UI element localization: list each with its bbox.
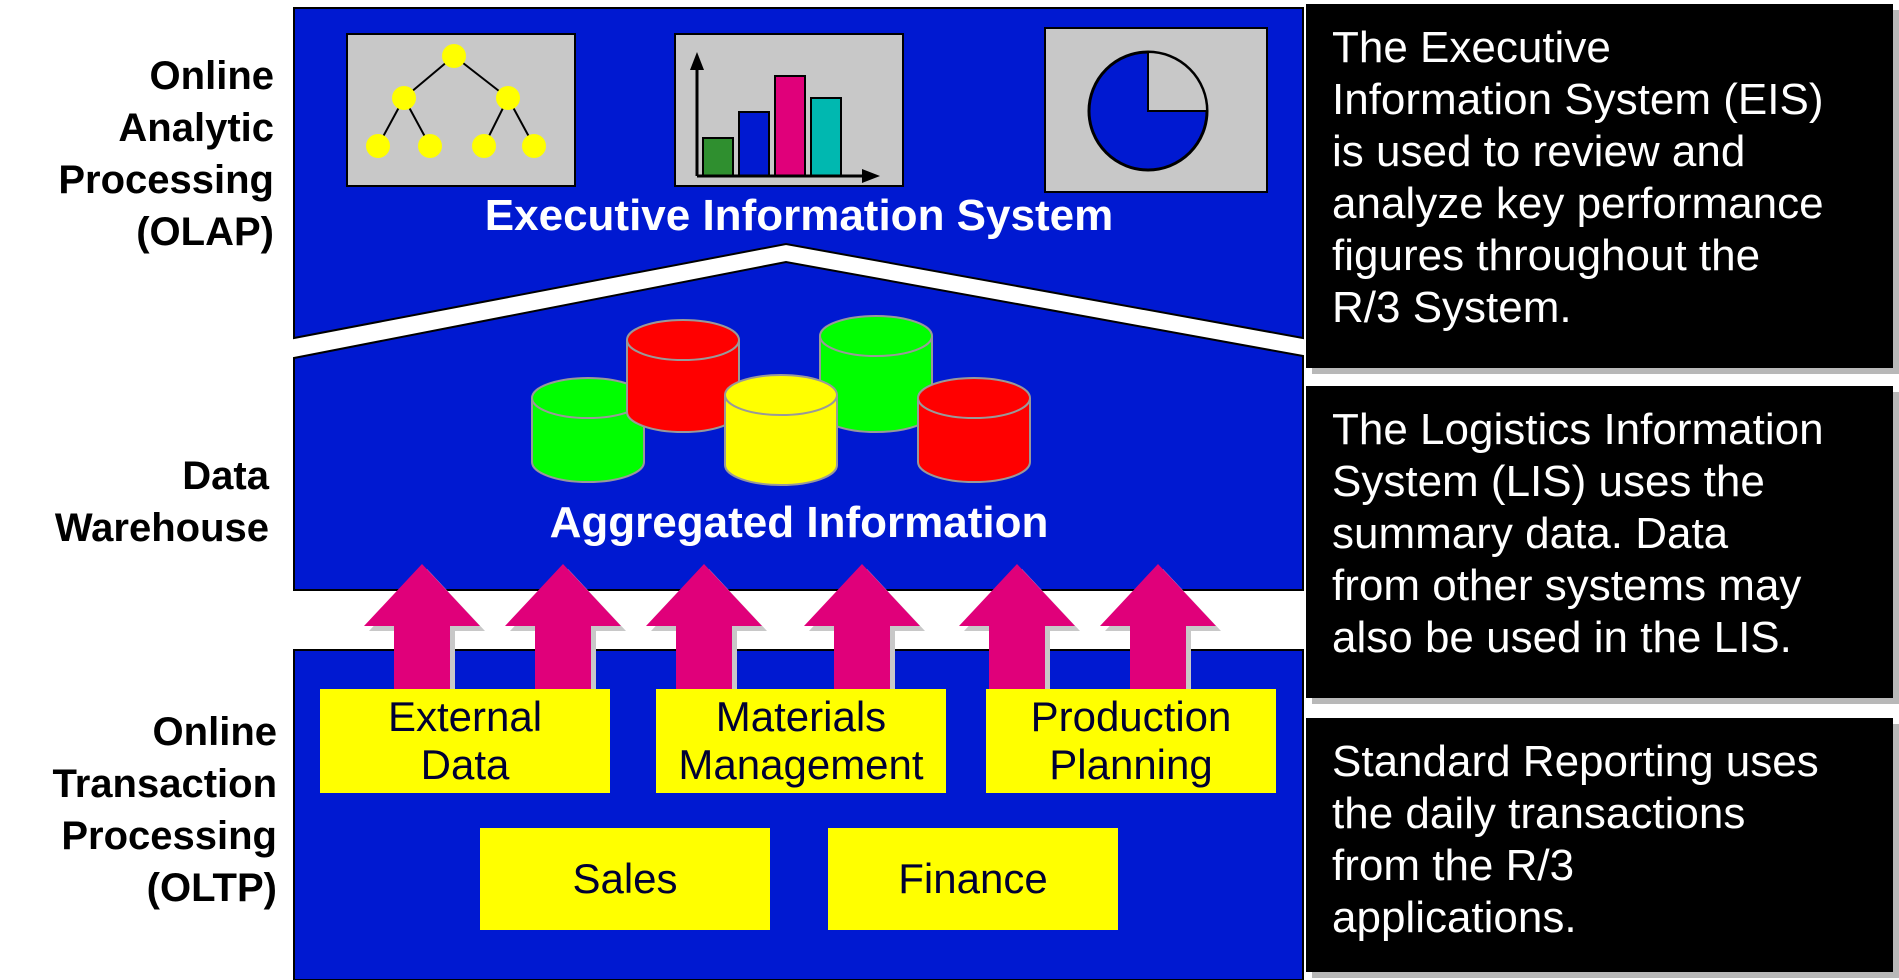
module-production-planning: Production Planning [986, 689, 1276, 793]
aggregated-information-title: Aggregated Information [549, 498, 1049, 547]
cylinder-yellow [724, 374, 838, 486]
cylinder-green-2 [819, 315, 933, 433]
lis-description-box: The Logistics Information System (LIS) u… [1306, 386, 1893, 698]
eis-description-box: The Executive Information System (EIS) i… [1306, 4, 1893, 368]
module-materials-management: Materials Management [656, 689, 946, 793]
module-finance: Finance [828, 828, 1118, 930]
pie-chart-icon [1044, 27, 1268, 193]
hierarchy-tree-icon [346, 33, 576, 187]
layer-label-oltp: Online Transaction Processing (OLTP) [52, 710, 277, 910]
layer-label-olap: Online Analytic Processing (OLAP) [58, 54, 274, 254]
eis-title: Executive Information System [484, 191, 1114, 240]
cylinder-red-2 [917, 377, 1031, 483]
standard-reporting-description-box: Standard Reporting uses the daily transa… [1306, 718, 1893, 972]
cylinder-green-1 [531, 377, 645, 483]
roof-stripe [292, 245, 1305, 354]
standard-reporting-description: Standard Reporting uses the daily transa… [1332, 737, 1819, 942]
bar-chart-icon [674, 33, 904, 187]
eis-description: The Executive Information System (EIS) i… [1332, 23, 1824, 332]
module-sales: Sales [480, 828, 770, 930]
layer-label-data-warehouse: Data Warehouse [54, 454, 269, 550]
cylinder-red-1 [626, 319, 740, 433]
module-external-data: External Data [320, 689, 610, 793]
database-cylinders [531, 315, 1031, 486]
lis-description: The Logistics Information System (LIS) u… [1332, 405, 1824, 662]
